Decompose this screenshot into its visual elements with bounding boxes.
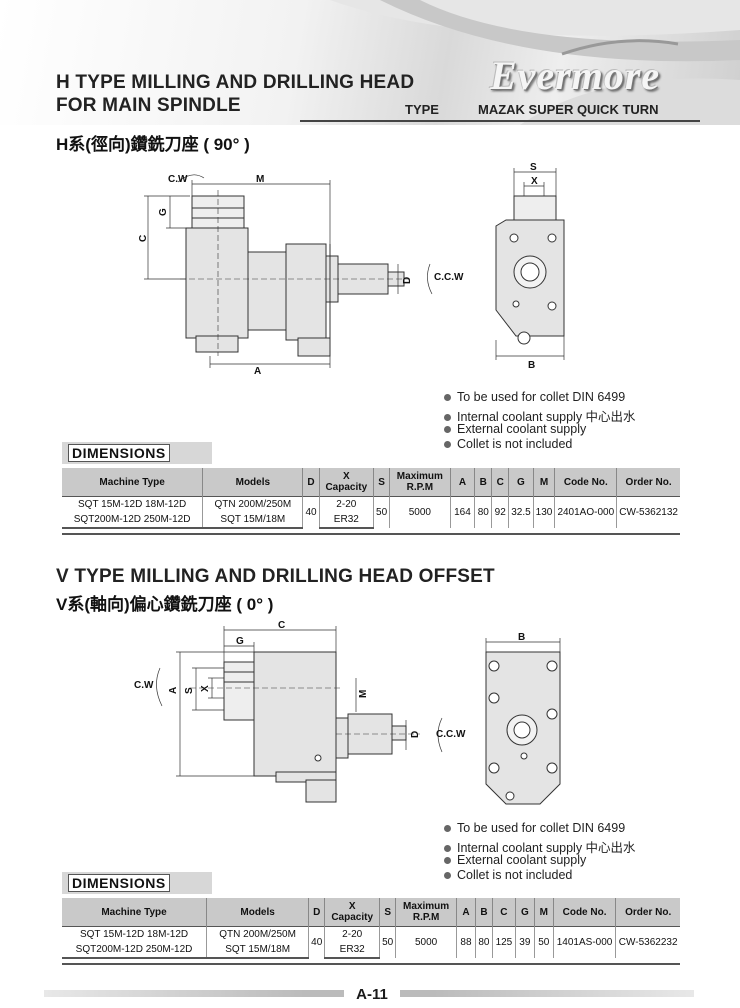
v-g-label: G <box>236 636 244 647</box>
v-ccw-label: C.C.W <box>436 729 466 740</box>
v-dimensions-table: Machine Type Models D X Capacity S Maxim… <box>62 898 680 959</box>
logo-swoosh-icon <box>561 39 679 56</box>
v-section-cn-title: V系(軸向)偏心鑽銑刀座 ( 0° ) <box>56 595 274 614</box>
v-c-label: C <box>278 620 285 631</box>
page-title-line2: FOR MAIN SPINDLE <box>56 95 241 116</box>
type-value: MAZAK SUPER QUICK TURN <box>478 102 659 117</box>
page-number: A-11 <box>344 986 400 1004</box>
v-section-title: V TYPE MILLING AND DRILLING HEAD OFFSET <box>56 566 495 587</box>
v-m-label: M <box>358 690 369 698</box>
v-b-label: B <box>518 632 525 643</box>
brand-logo: Evermore <box>490 53 661 98</box>
v-type-drawing: C G C.W A S X M D C.C.W B <box>134 620 561 805</box>
v-table-rule <box>62 963 680 965</box>
h-a-label: A <box>254 366 261 377</box>
v-a-label: A <box>168 687 179 694</box>
header-swoosh <box>330 0 740 125</box>
v-note-1: To be used for collet DIN 6499 <box>444 821 625 835</box>
type-bar <box>300 98 700 122</box>
h-section-cn-title: H系(徑向)鑽銑刀座 ( 90° ) <box>56 135 250 154</box>
h-ccw-label: C.C.W <box>434 272 464 283</box>
v-cw-label: C.W <box>134 680 154 691</box>
type-label: TYPE <box>405 102 439 117</box>
h-table-rule <box>62 533 680 535</box>
h-note-3: External coolant supply <box>444 422 586 436</box>
h-note-4: Collet is not included <box>444 437 572 451</box>
h-note-1: To be used for collet DIN 6499 <box>444 390 625 404</box>
v-note-3: External coolant supply <box>444 853 586 867</box>
v-d-label: D <box>410 731 421 738</box>
h-cw-label: C.W <box>168 174 188 185</box>
h-s-label: S <box>530 162 537 173</box>
h-type-drawing: C.W M G C D C.C.W A S X B <box>138 162 565 377</box>
h-c-label: C <box>138 235 149 242</box>
page-title-line1: H TYPE MILLING AND DRILLING HEAD <box>56 72 415 93</box>
h-note-2: Internal coolant supply 中心出水 <box>444 406 636 425</box>
v-x-label: X <box>200 685 211 692</box>
h-dimensions-table: Machine Type Models D X Capacity S Maxim… <box>62 468 680 529</box>
v-dimensions-tag: DIMENSIONS <box>62 872 212 894</box>
h-b-label: B <box>528 360 535 371</box>
h-dimensions-tag: DIMENSIONS <box>62 442 212 464</box>
v-note-2: Internal coolant supply 中心出水 <box>444 837 636 856</box>
v-note-4: Collet is not included <box>444 868 572 882</box>
h-d-label: D <box>402 277 413 284</box>
h-m-label: M <box>256 174 264 185</box>
h-g-label: G <box>158 208 169 216</box>
v-s-label: S <box>184 687 195 694</box>
h-x-label: X <box>531 176 538 187</box>
